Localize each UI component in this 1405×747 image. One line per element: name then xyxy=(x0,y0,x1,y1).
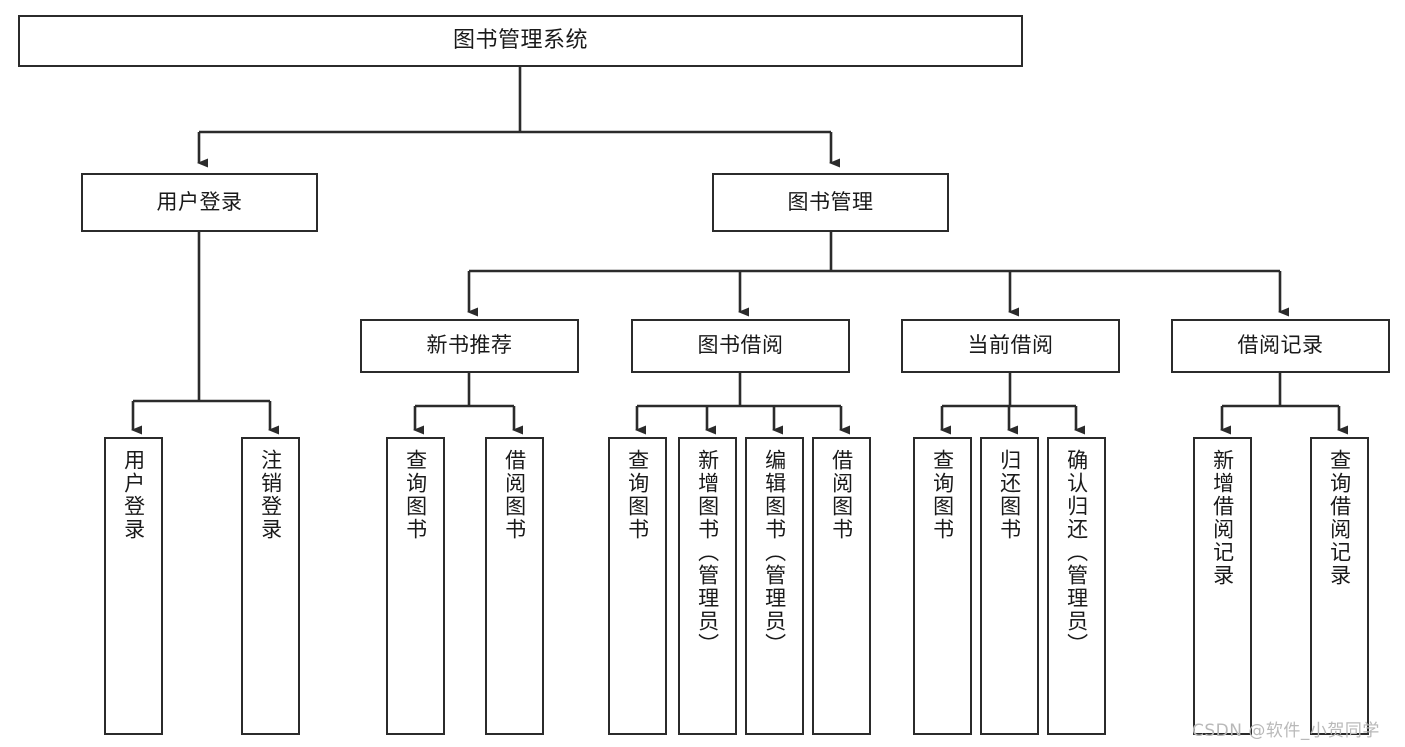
leaf-query-book-2-label: 查询图书 xyxy=(625,449,650,541)
leaf-return-book-label: 归还图书 xyxy=(997,449,1022,541)
leaf-add-book[interactable]: 新增图书（管理员） xyxy=(678,437,737,735)
node-current-borrow[interactable]: 当前借阅 xyxy=(901,319,1120,373)
leaf-logout-login[interactable]: 注销登录 xyxy=(241,437,300,735)
leaf-query-record[interactable]: 查询借阅记录 xyxy=(1310,437,1369,735)
leaf-query-book-3-label: 查询图书 xyxy=(930,449,955,541)
leaf-borrow-book-2-label: 借阅图书 xyxy=(829,449,854,541)
leaf-query-book-1-label: 查询图书 xyxy=(403,449,428,541)
leaf-user-login-label: 用户登录 xyxy=(121,449,146,541)
node-book-borrow[interactable]: 图书借阅 xyxy=(631,319,850,373)
leaf-query-book-2[interactable]: 查询图书 xyxy=(608,437,667,735)
leaf-logout-login-label: 注销登录 xyxy=(258,449,283,541)
leaf-edit-book-label: 编辑图书（管理员） xyxy=(762,449,787,656)
node-borrow-record[interactable]: 借阅记录 xyxy=(1171,319,1390,373)
leaf-query-book-1[interactable]: 查询图书 xyxy=(386,437,445,735)
leaf-return-book[interactable]: 归还图书 xyxy=(980,437,1039,735)
node-book-manage[interactable]: 图书管理 xyxy=(712,173,949,232)
node-borrow-record-label: 借阅记录 xyxy=(1237,333,1324,358)
leaf-borrow-book-2[interactable]: 借阅图书 xyxy=(812,437,871,735)
leaf-borrow-book-1[interactable]: 借阅图书 xyxy=(485,437,544,735)
node-root[interactable]: 图书管理系统 xyxy=(18,15,1023,67)
leaf-query-record-label: 查询借阅记录 xyxy=(1327,449,1352,587)
leaf-confirm-return-label: 确认归还（管理员） xyxy=(1064,449,1089,656)
node-user-login-label: 用户登录 xyxy=(156,189,243,214)
node-book-borrow-label: 图书借阅 xyxy=(697,333,784,358)
node-book-manage-label: 图书管理 xyxy=(787,189,874,214)
leaf-edit-book[interactable]: 编辑图书（管理员） xyxy=(745,437,804,735)
leaf-confirm-return[interactable]: 确认归还（管理员） xyxy=(1047,437,1106,735)
leaf-add-record[interactable]: 新增借阅记录 xyxy=(1193,437,1252,735)
leaf-add-book-label: 新增图书（管理员） xyxy=(695,449,720,656)
node-new-book-recommend[interactable]: 新书推荐 xyxy=(360,319,579,373)
leaf-borrow-book-1-label: 借阅图书 xyxy=(502,449,527,541)
leaf-query-book-3[interactable]: 查询图书 xyxy=(913,437,972,735)
csdn-watermark: CSDN @软件_小贺同学 xyxy=(1192,721,1380,741)
node-user-login[interactable]: 用户登录 xyxy=(81,173,318,232)
node-current-borrow-label: 当前借阅 xyxy=(967,333,1054,358)
leaf-user-login[interactable]: 用户登录 xyxy=(104,437,163,735)
node-root-label: 图书管理系统 xyxy=(452,27,588,53)
node-new-book-recommend-label: 新书推荐 xyxy=(426,333,513,358)
leaf-add-record-label: 新增借阅记录 xyxy=(1210,449,1235,587)
